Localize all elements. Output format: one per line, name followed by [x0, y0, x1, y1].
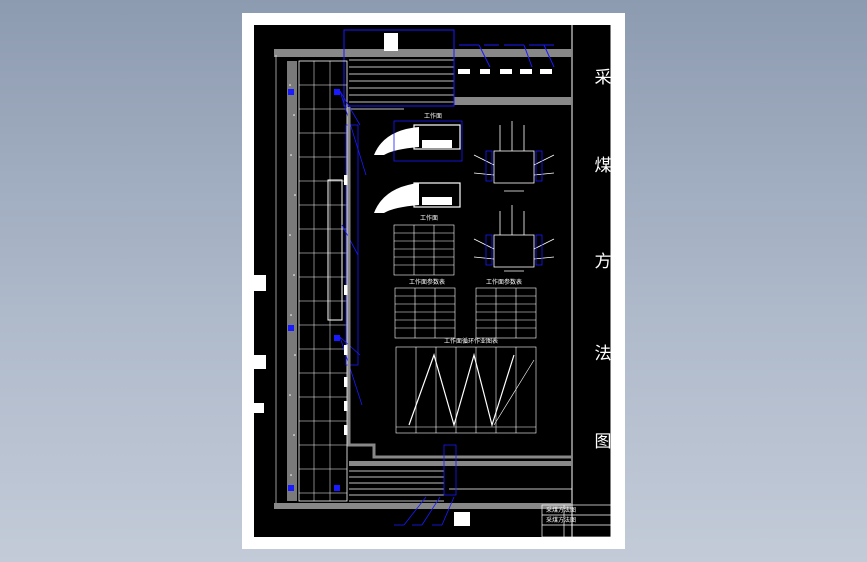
bottom-roadway-wall — [349, 461, 572, 466]
gob-hatch-band — [287, 61, 297, 501]
cad-drawing-svg — [254, 25, 611, 537]
face-support-rows — [299, 61, 347, 501]
title-char-3: 方 — [594, 252, 612, 272]
cycle-chart — [395, 346, 537, 434]
pillar-boundary — [347, 107, 572, 459]
bottom-blue-leaders — [394, 444, 457, 526]
parameter-table-right — [475, 287, 537, 339]
title-char-1: 采 — [594, 68, 612, 88]
title-char-2: 煤 — [594, 156, 612, 176]
roadway-cross-section-2 — [473, 205, 555, 272]
title-char-5: 图 — [594, 432, 612, 452]
cad-drawing-area: 工作面 工作面 工作面参数表 工作面参数表 工作面循环作业图表 采煤方法图 采煤… — [254, 25, 612, 537]
parameter-table-left — [394, 287, 456, 339]
label-table-left: 工作面参数表 — [409, 279, 446, 286]
title-block — [541, 504, 611, 537]
face-blue-markers — [288, 89, 340, 491]
label-cycle-chart: 工作面循环作业图表 — [444, 338, 499, 345]
top-notch — [384, 33, 398, 51]
top-roadway-stripes — [349, 59, 454, 110]
longwall-face — [298, 60, 348, 502]
roadway-cross-section-1 — [473, 121, 555, 192]
title-block-line1: 采煤方法图 — [546, 507, 577, 514]
face-blue-leaders — [339, 90, 367, 406]
title-char-4: 法 — [594, 344, 612, 364]
section-drawing-upper — [374, 120, 463, 162]
bottom-roadway-stripes — [349, 470, 572, 502]
parameter-table-top — [393, 224, 455, 276]
bottom-roadway-floor — [274, 503, 572, 509]
label-section-mid: 工作面 — [420, 215, 439, 222]
top-blue-leaders — [343, 29, 555, 107]
label-table-right: 工作面参数表 — [486, 279, 523, 286]
shearer-body — [327, 179, 343, 321]
top-roadway-wall — [274, 49, 572, 57]
title-block-line2: 采煤方法图 — [546, 517, 577, 524]
top-roadway-wall-lower — [454, 97, 572, 105]
bottom-notch — [454, 512, 470, 526]
label-section-upper: 工作面 — [424, 113, 443, 120]
section-drawing-mid — [374, 182, 461, 213]
gob-hatch-dots — [289, 84, 296, 476]
top-roadway-supports — [458, 69, 552, 74]
left-notches — [254, 275, 266, 413]
face-conveyor-blocks — [344, 175, 349, 435]
